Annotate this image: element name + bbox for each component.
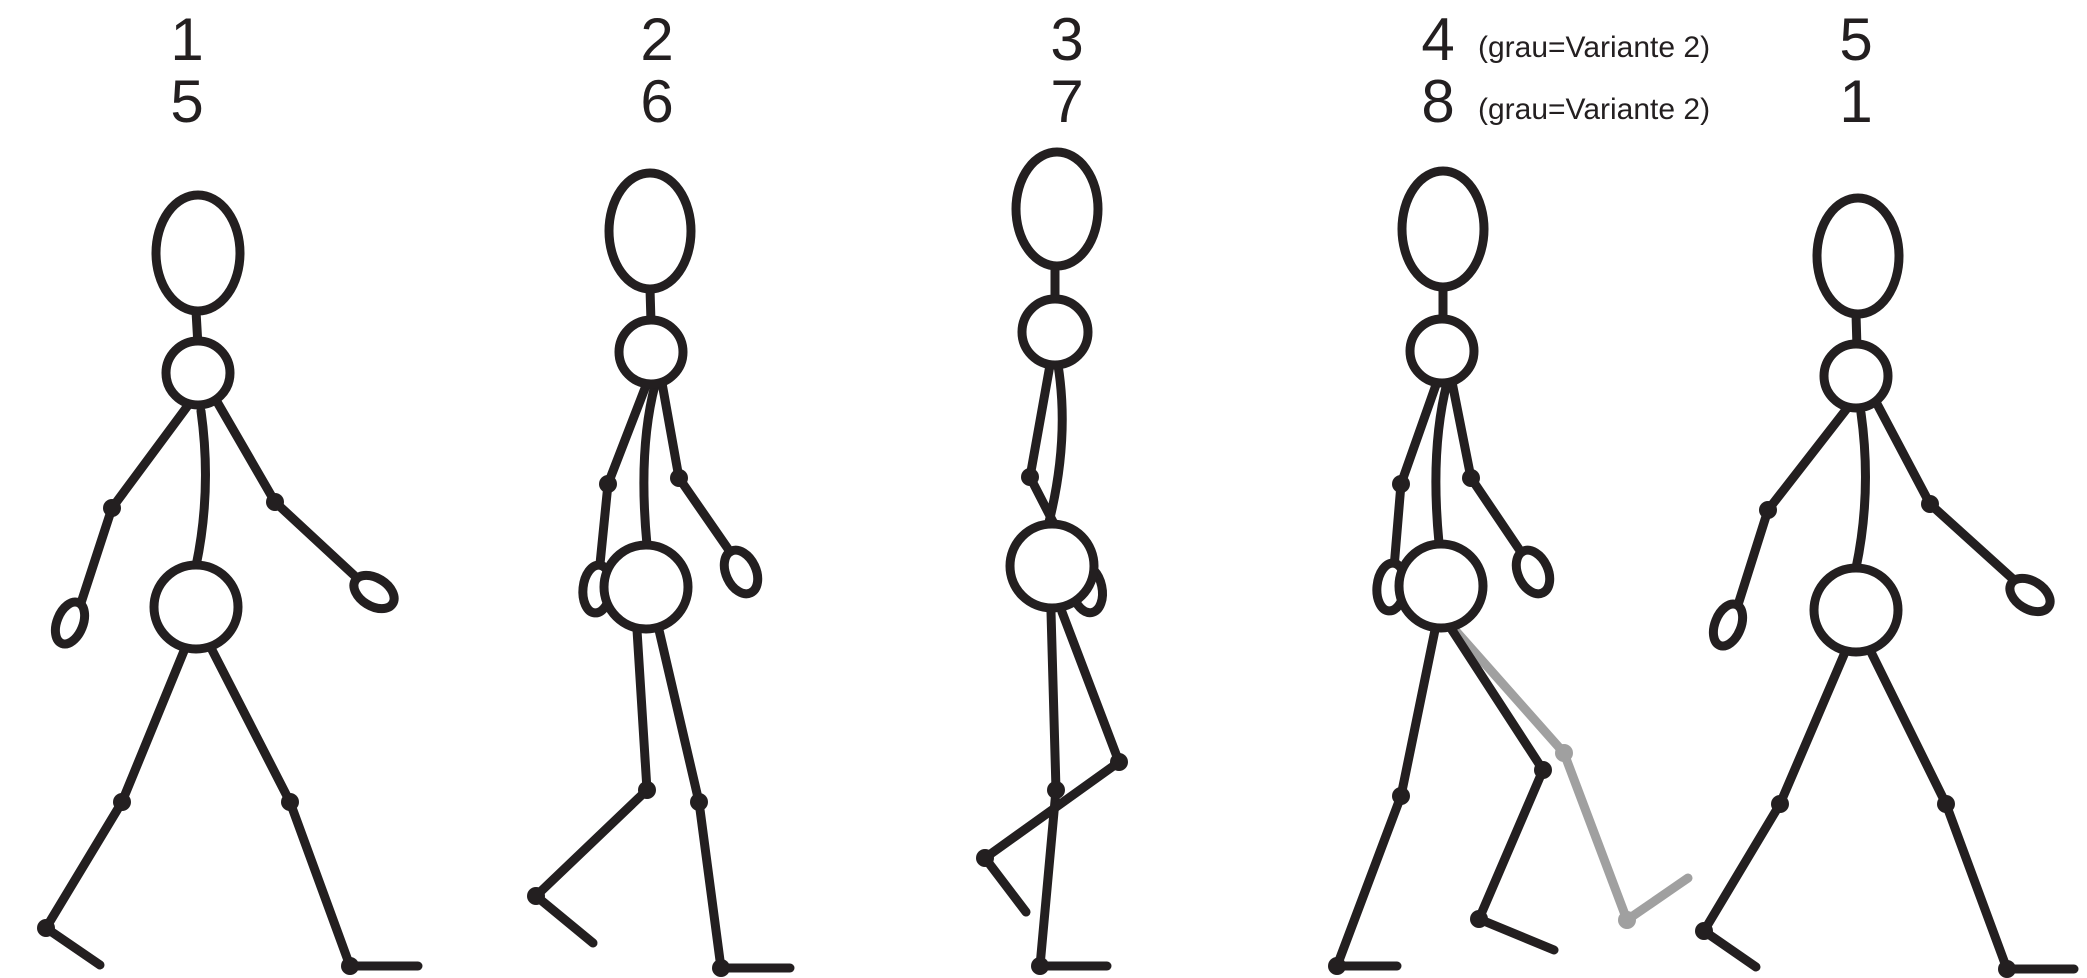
frame-label-bottom-1: 5 (170, 68, 204, 135)
frame-label-bottom-4: 8 (1421, 68, 1455, 135)
frame-label-top-4: 4 (1421, 6, 1455, 73)
frame-label-top-2: 2 (640, 6, 674, 73)
stick-figure-1 (37, 190, 423, 975)
frame-label-bottom-2: 6 (640, 68, 674, 135)
variant-note-top: (grau=Variante 2) (1478, 31, 1711, 64)
frame-label-top-3: 3 (1050, 6, 1084, 73)
frame-label-top-5: 5 (1839, 6, 1873, 73)
stick-figure-3 (976, 147, 1128, 975)
frame-label-bottom-3: 7 (1050, 68, 1084, 135)
frame-label-top-1: 1 (170, 6, 204, 73)
stick-figure-4 (1328, 166, 1693, 975)
stick-figure-2 (527, 168, 795, 977)
stick-figure-5 (1695, 193, 2079, 978)
frame-label-bottom-5: 1 (1839, 68, 1873, 135)
variant-note-bottom: (grau=Variante 2) (1478, 93, 1711, 126)
